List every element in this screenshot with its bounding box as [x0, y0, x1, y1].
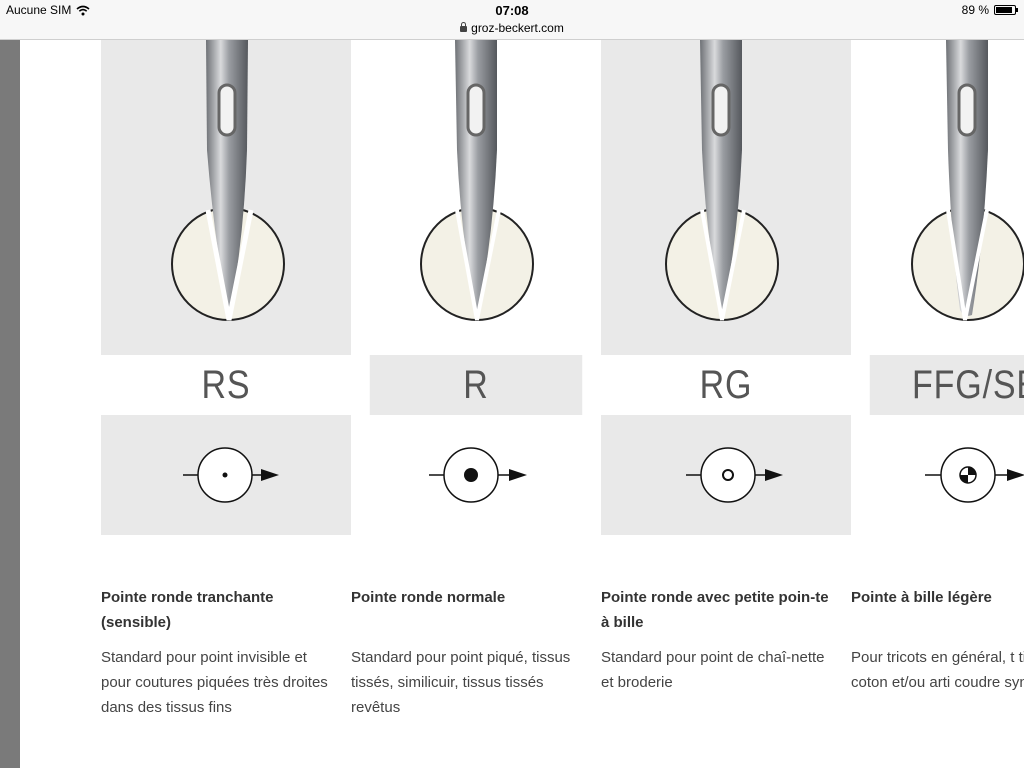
needle-image-cell: [101, 40, 351, 355]
needle-description: Standard pour point de chaî-nette et bro…: [601, 649, 825, 691]
needle-code: RG: [699, 363, 753, 407]
quartered-dot-symbol-icon: [925, 447, 1024, 503]
page-left-edge: [0, 40, 20, 768]
status-right: 89 %: [961, 3, 1018, 17]
battery-icon: [994, 5, 1018, 15]
status-bar: Aucune SIM 07:08 89 %: [0, 0, 1024, 20]
battery-fill: [996, 7, 1013, 13]
small-dot-symbol-icon: [183, 447, 279, 503]
needle-illustration: [171, 40, 285, 321]
needle-code: R: [369, 355, 583, 415]
needle-symbol-cell: [601, 415, 851, 535]
carrier-label: Aucune SIM: [6, 3, 72, 17]
needle-description: Standard pour point invisible et pour co…: [101, 649, 328, 716]
needle-illustration: [665, 40, 779, 321]
needle-description: Standard pour point piqué, tissus tissés…: [351, 649, 571, 716]
status-left: Aucune SIM: [6, 3, 90, 17]
needle-image-cell: [851, 40, 1024, 355]
needle-symbol-cell: [351, 415, 601, 535]
needle-title: Pointe ronde avec petite poin-te à bille: [601, 589, 829, 631]
needle-illustration: [911, 40, 1024, 321]
needle-title: Pointe à bille légère: [851, 589, 992, 606]
needle-image-cell: [351, 40, 601, 355]
needle-title: Pointe ronde normale: [351, 589, 506, 606]
status-time: 07:08: [495, 3, 529, 18]
needle-image-cell: [601, 40, 851, 355]
url-domain[interactable]: groz-beckert.com: [471, 21, 564, 35]
needle-symbol-cell: [851, 415, 1024, 535]
hollow-dot-symbol-icon: [686, 447, 783, 503]
needle-symbol-cell: [101, 415, 351, 535]
filled-dot-symbol-icon: [429, 447, 527, 503]
needle-description: Pour tricots en général, t tissés en cot…: [851, 649, 1024, 691]
lock-icon: [460, 22, 468, 32]
needle-code: FFG/SE: [869, 355, 1024, 415]
url-bar[interactable]: groz-beckert.com: [0, 20, 1024, 40]
needle-title: Pointe ronde tranchante (sensible): [101, 589, 274, 631]
needle-code: RS: [201, 363, 251, 407]
needle-illustration: [420, 40, 534, 321]
wifi-icon: [76, 5, 90, 16]
needle-points-table: RS Pointe ronde tranchante (sensible) St…: [20, 40, 1024, 768]
battery-percent: 89 %: [961, 3, 989, 17]
